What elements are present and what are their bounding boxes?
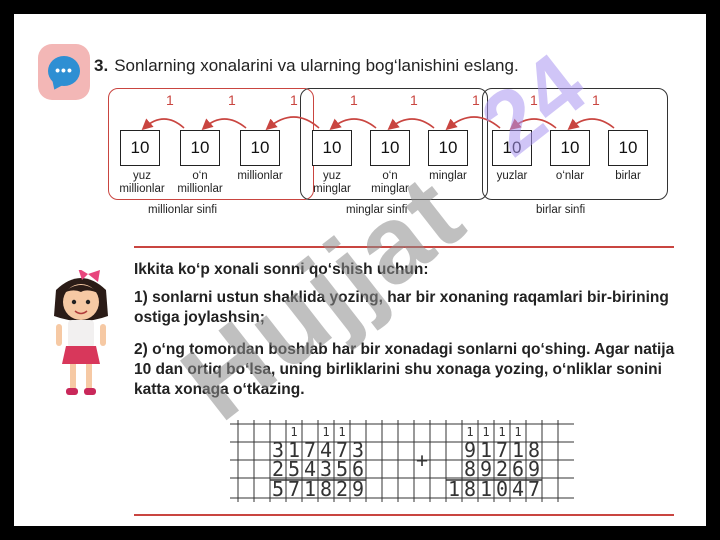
digit: 5: [335, 457, 349, 481]
carry-digit: 1: [498, 425, 506, 439]
place-label: yuz millionlar: [119, 170, 165, 195]
bottom-divider: [134, 514, 674, 516]
link-one: 1: [166, 92, 174, 108]
place-box: 10: [550, 130, 590, 166]
task-text: Sonlarning xonalarini va ularning bog‘la…: [114, 56, 519, 75]
link-one: 1: [350, 92, 358, 108]
place-label: birlar: [615, 170, 641, 182]
link-arrow: [445, 116, 501, 131]
link-arrow: [329, 118, 377, 131]
place-label: minglar: [429, 170, 467, 182]
digit: 7: [335, 438, 349, 462]
carry-digit: 1: [290, 425, 298, 439]
place-box: 10: [120, 130, 160, 166]
place-box: 10: [180, 130, 220, 166]
place-box: 10: [312, 130, 352, 166]
link-one: 1: [228, 92, 236, 108]
digit: 8: [319, 477, 333, 501]
place-label: millionlar: [237, 170, 283, 182]
digit: 9: [463, 438, 477, 462]
link-arrow: [567, 118, 615, 131]
digit: 6: [511, 457, 525, 481]
place-label: o‘n minglar: [371, 170, 409, 195]
digit: 9: [351, 477, 365, 501]
rule-step-2: 2) o‘ng tomondan boshlab har bir xonadag…: [134, 341, 675, 398]
digit: 1: [287, 438, 301, 462]
place-box: 10: [370, 130, 410, 166]
class-label-units: birlar sinfi: [536, 204, 586, 216]
girl-illustration: [54, 270, 108, 395]
carry-digit: 1: [322, 425, 330, 439]
task-title: 3. Sonlarning xonalarini va ularning bog‘…: [94, 56, 519, 76]
carry-digit: 1: [514, 425, 522, 439]
digit: 3: [319, 457, 333, 481]
digit: 1: [479, 438, 493, 462]
rule-step-1: 1) sonlarni ustun shaklida yozing, har b…: [134, 289, 669, 326]
digit: 1: [511, 438, 525, 462]
digit: 1: [479, 477, 493, 501]
place-label: yuz minglar: [313, 170, 351, 195]
place-box: 10: [428, 130, 468, 166]
link-arrow: [201, 118, 247, 131]
digit: 9: [527, 457, 541, 481]
digit: 8: [463, 477, 477, 501]
class-label-thousands: minglar sinfi: [346, 204, 408, 216]
carry-digit: 1: [466, 425, 474, 439]
digit: 3: [271, 438, 285, 462]
digit: 6: [351, 457, 365, 481]
digit: 0: [495, 477, 509, 501]
class-label-millions: millionlar sinfi: [148, 204, 218, 216]
link-one: 1: [472, 92, 480, 108]
digit: 8: [463, 457, 477, 481]
link-one: 1: [410, 92, 418, 108]
digit: 7: [495, 438, 509, 462]
task-number: 3.: [94, 56, 109, 75]
digit: 4: [303, 457, 317, 481]
place-box: 10: [492, 130, 532, 166]
digit: 4: [511, 477, 525, 501]
units-class-box: [482, 88, 668, 200]
digit: 4: [319, 438, 333, 462]
link-arrow: [509, 118, 557, 131]
digit: 5: [287, 457, 301, 481]
digit: 2: [335, 477, 349, 501]
digit: 7: [303, 438, 317, 462]
link-one: 1: [530, 92, 538, 108]
section-divider: [134, 246, 674, 248]
digit: 7: [287, 477, 301, 501]
notebook-grid: [230, 420, 574, 502]
place-link-arrows: [141, 116, 615, 131]
digit: 3: [351, 438, 365, 462]
link-arrow: [387, 118, 435, 131]
link-one: 1: [592, 92, 600, 108]
carry-digit: 1: [338, 425, 346, 439]
digit: 9: [479, 457, 493, 481]
digit: 1: [447, 477, 461, 501]
place-label: o‘nlar: [555, 170, 585, 182]
place-box: 10: [240, 130, 280, 166]
digit: 2: [495, 457, 509, 481]
place-label: o‘n millionlar: [177, 170, 223, 195]
link-arrow: [141, 118, 185, 131]
digit: 7: [527, 477, 541, 501]
textbook-page: ••• 3. Sonlarning xonalarini va ularning …: [14, 14, 706, 526]
link-arrow: [265, 116, 320, 131]
chat-bubble-icon: •••: [38, 44, 90, 100]
link-one: 1: [290, 92, 298, 108]
place-box: 10: [608, 130, 648, 166]
digit: 1: [303, 477, 317, 501]
digit: 2: [271, 457, 285, 481]
digit: 8: [527, 438, 541, 462]
rule-heading: Ikkita ko‘p xonali sonni qo‘shish uchun:: [134, 261, 429, 278]
place-label: yuzlar: [496, 170, 528, 182]
carry-digit: 1: [482, 425, 490, 439]
thousands-class-box: [300, 88, 488, 200]
digit: 5: [271, 477, 285, 501]
plus-sign: +: [415, 448, 429, 472]
